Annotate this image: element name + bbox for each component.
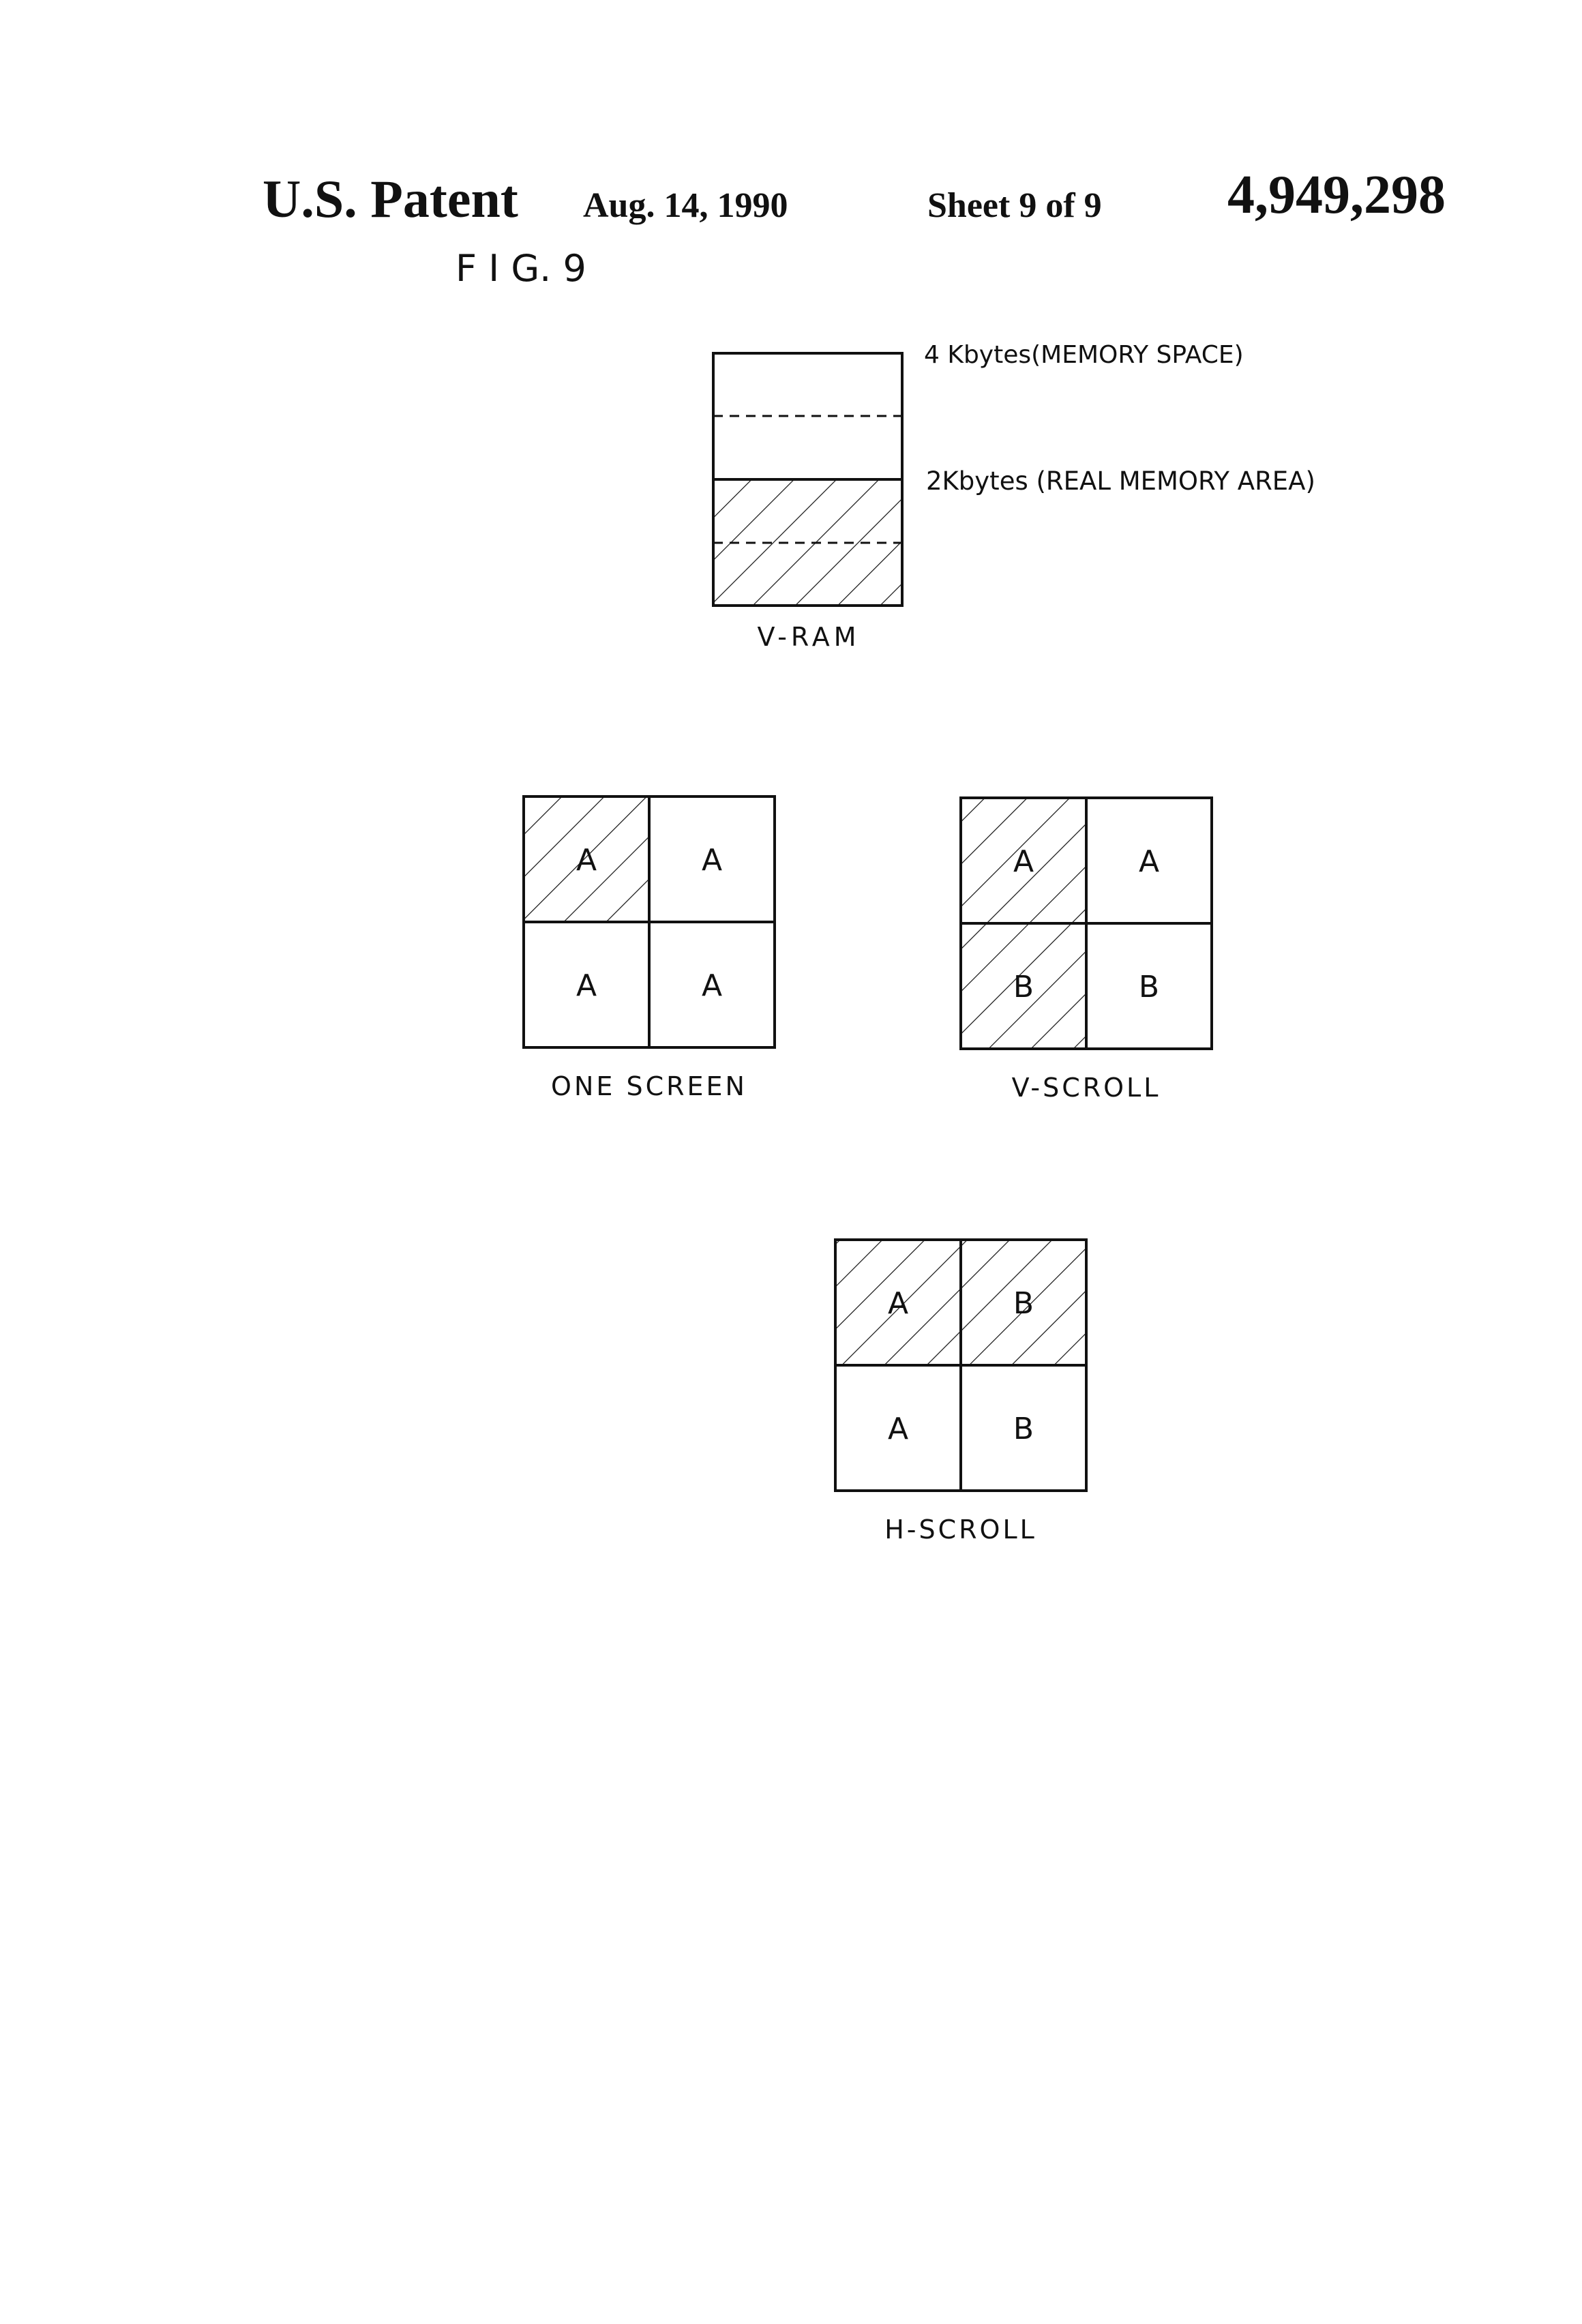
patent-label: U.S. Patent — [263, 169, 518, 228]
v-scroll-diagram: A A B B V-SCROLL — [959, 796, 1213, 1103]
h-scroll-cell-label: A — [888, 1286, 908, 1321]
figure-label: F I G. 9 — [456, 247, 586, 290]
v-scroll-hatched-cell — [961, 923, 1086, 1049]
v-scroll-hatched-cell — [961, 798, 1086, 923]
v-scroll-cell-label: B — [1013, 970, 1034, 1004]
v-scroll-cell-label: B — [1139, 970, 1159, 1004]
one-screen-cell-label: A — [702, 843, 722, 878]
h-scroll-cell-box — [959, 1364, 1088, 1492]
h-scroll-cell-label: A — [888, 1412, 908, 1446]
one-screen-hatched-cell — [524, 796, 649, 922]
sheet-number: Sheet 9 of 9 — [927, 186, 1102, 225]
one-screen-cell-label: A — [702, 968, 722, 1003]
v-scroll-label: V-SCROLL — [1012, 1073, 1161, 1103]
h-scroll-label: H-SCROLL — [884, 1515, 1037, 1545]
vram-real-memory-label: 2Kbytes (REAL MEMORY AREA) — [926, 466, 1315, 496]
patent-number: 4,949,298 — [1227, 165, 1446, 225]
h-scroll-hatched-cell — [961, 1240, 1086, 1365]
one-screen-cell-label: A — [576, 968, 597, 1003]
vram-real-area-hatch — [713, 479, 902, 606]
one-screen-cell-box — [648, 921, 776, 1049]
vram-memory-space-label: 4 Kbytes(MEMORY SPACE) — [924, 341, 1244, 369]
v-scroll-cell-label: A — [1139, 844, 1159, 879]
one-screen-label: ONE SCREEN — [551, 1071, 747, 1101]
patent-date: Aug. 14, 1990 — [583, 186, 788, 225]
h-scroll-diagram: A B A B H-SCROLL — [834, 1238, 1088, 1545]
one-screen-cell-label: A — [576, 843, 597, 878]
h-scroll-cell-label: B — [1013, 1286, 1034, 1321]
h-scroll-cell-label: B — [1013, 1412, 1034, 1446]
vram-label: V-RAM — [757, 622, 860, 652]
v-scroll-cell-box — [1085, 922, 1213, 1050]
one-screen-diagram: A A A A ONE SCREEN — [522, 795, 776, 1101]
h-scroll-hatched-cell — [835, 1240, 961, 1365]
v-scroll-cell-label: A — [1013, 844, 1034, 879]
vram-diagram: 4 Kbytes(MEMORY SPACE) 2Kbytes (REAL MEM… — [712, 341, 1315, 652]
